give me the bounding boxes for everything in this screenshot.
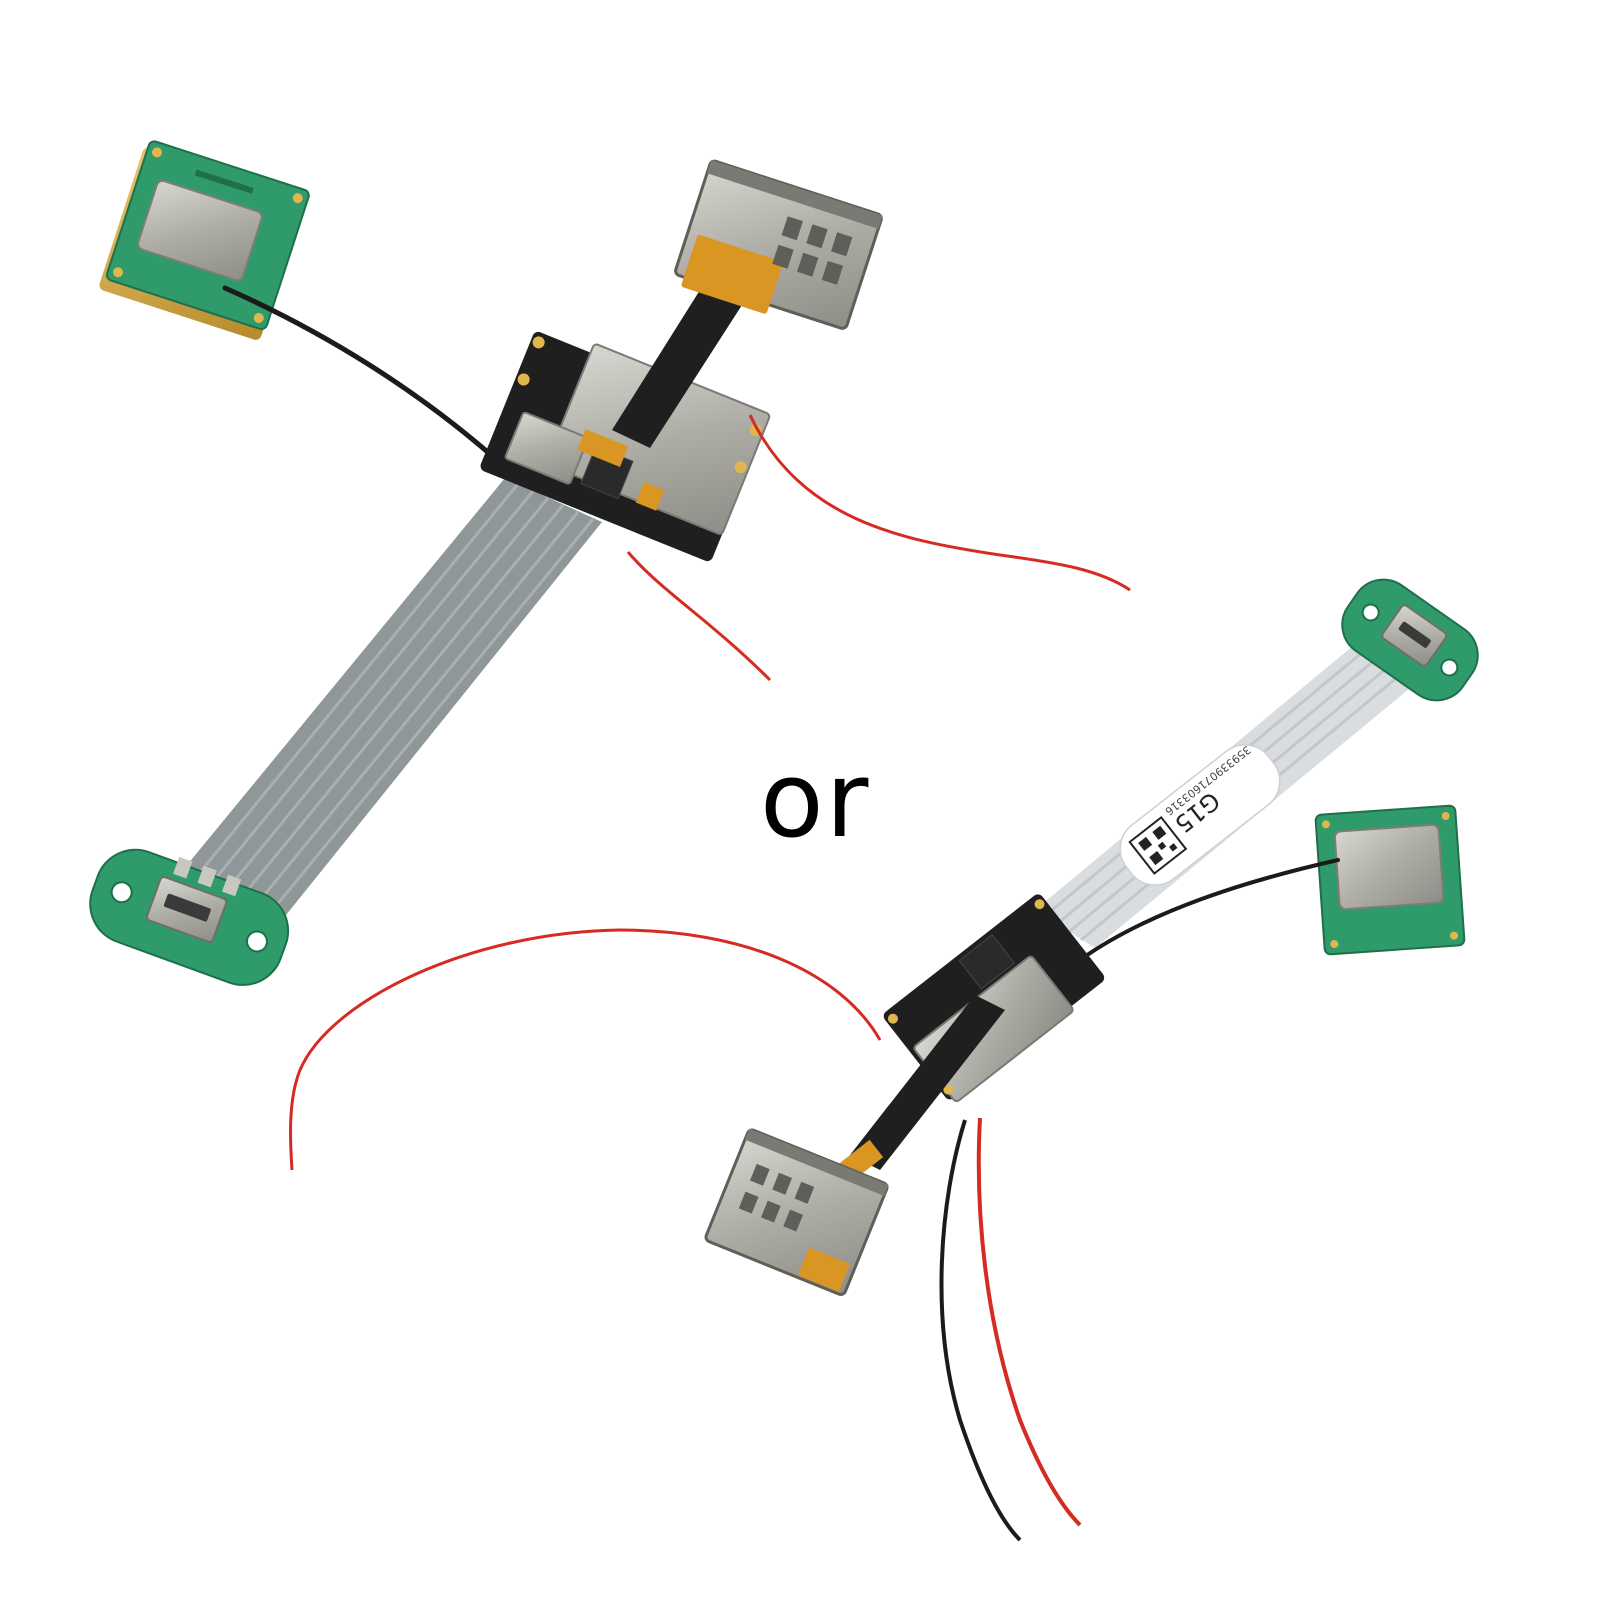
usb-board-b [1341,578,1479,702]
or-separator-text: or [760,739,871,861]
antenna-cable-b [1078,858,1340,962]
sim-flex-cable-a [612,290,742,448]
gps-antenna-board-b [1314,804,1466,956]
qr-code-icon [1128,815,1188,875]
red-wire-a2 [626,551,772,682]
antenna-cable-a [222,285,511,473]
black-wire-b [939,1119,1022,1542]
gps-tracker-module-b: G15 359339071603316 [288,578,1479,1542]
ribbon-cable-a [178,478,602,920]
red-wire-b2 [976,1117,1082,1527]
red-wire-a1 [748,414,1131,592]
gps-antenna-board-a [99,140,310,340]
ribbon-label-b: G15 359339071603316 [1119,743,1281,886]
sim-card-holder-a [674,159,883,330]
red-wire-b1 [288,928,882,1171]
usb-board-a [89,848,290,986]
gps-tracker-module-a [89,140,1131,986]
sim-card-holder-b [704,1128,889,1296]
sim-flex-cable-b [850,995,1005,1170]
